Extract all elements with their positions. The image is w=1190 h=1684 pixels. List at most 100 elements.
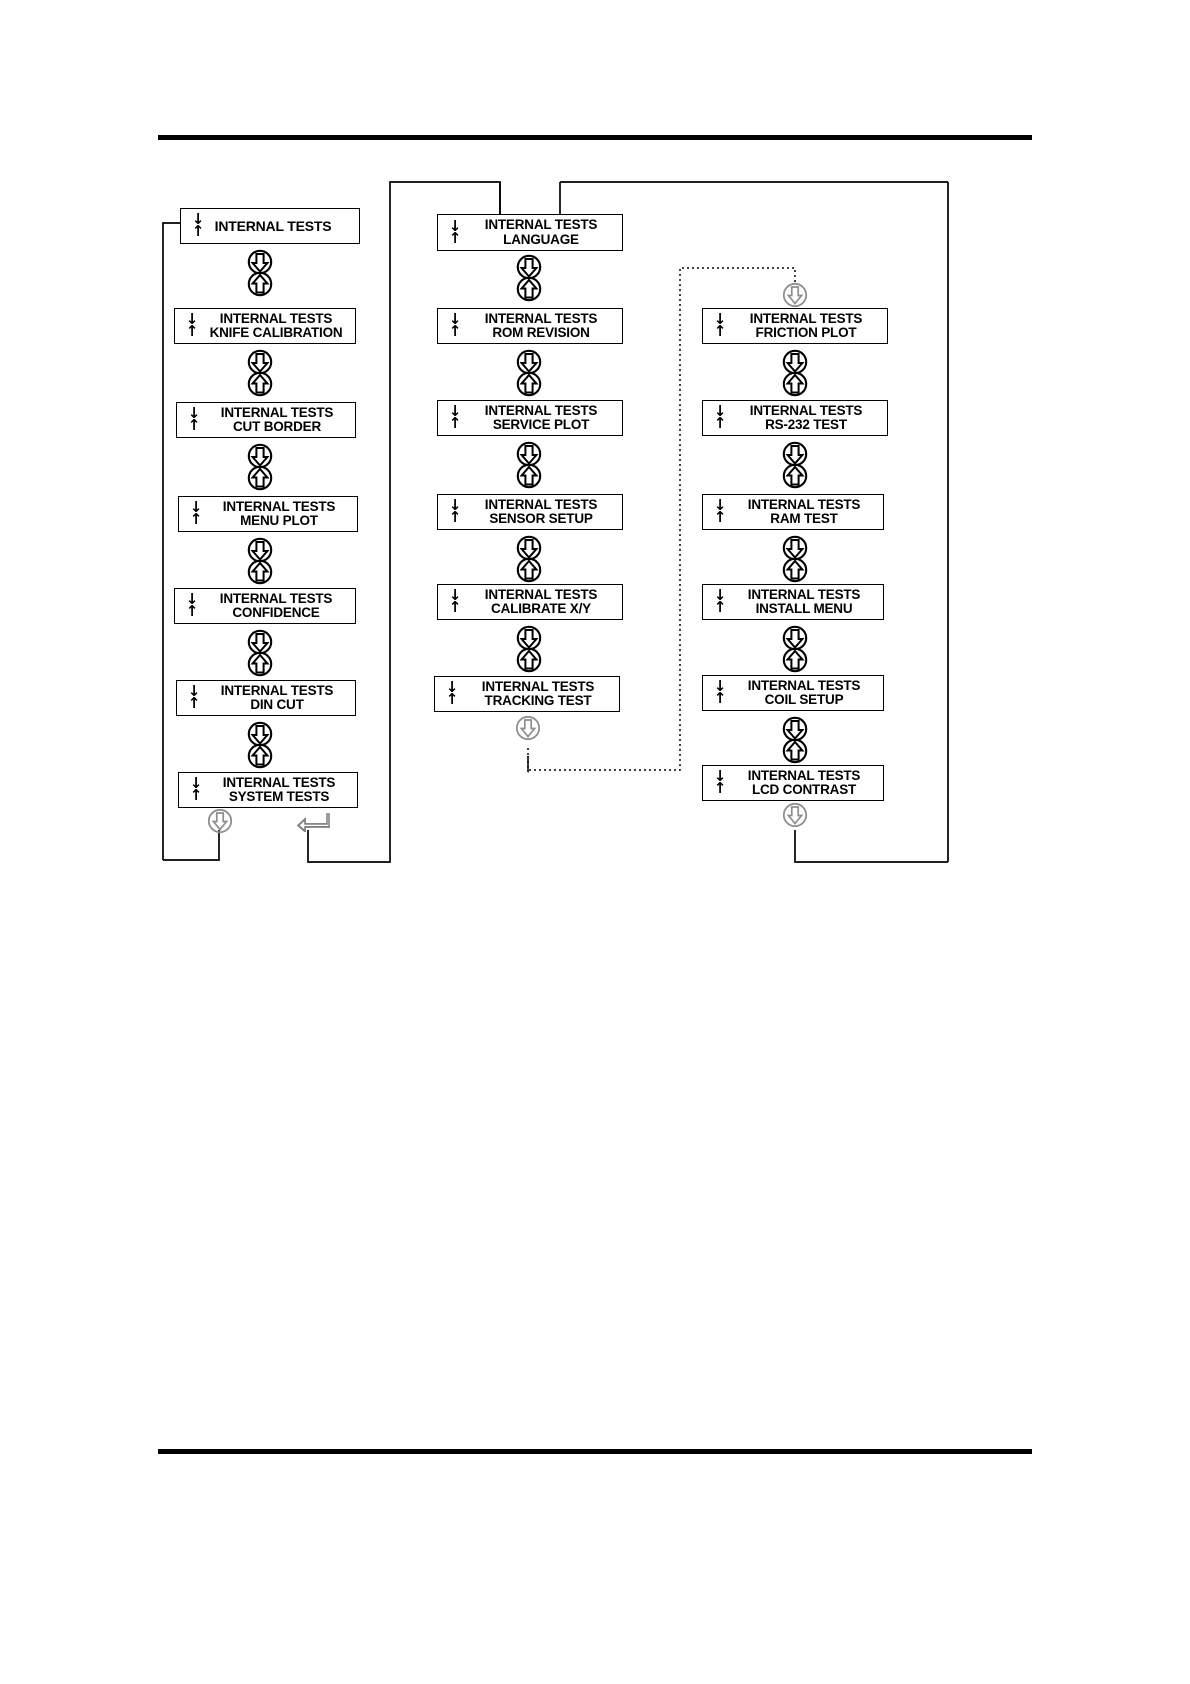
up-arrow-glyph: ↑ xyxy=(448,508,462,526)
menu-box[interactable]: ↓ ↑ INTERNAL TESTS SERVICE PLOT xyxy=(437,400,623,436)
menu-box[interactable]: ↓ ↑ INTERNAL TESTS ROM REVISION xyxy=(437,308,623,344)
scroll-down-icon[interactable] xyxy=(513,715,543,741)
down-arrow-glyph: ↓ xyxy=(187,404,201,423)
down-arrow-glyph: ↓ xyxy=(445,678,459,697)
down-arrow-glyph: ↓ xyxy=(713,677,727,696)
scroll-down-icon[interactable] xyxy=(205,808,235,834)
menu-line-2: TRACKING TEST xyxy=(484,693,592,708)
menu-line-1: INTERNAL TESTS xyxy=(222,774,336,790)
scroll-icon-pair[interactable] xyxy=(778,625,812,673)
menu-line-2: RAM TEST xyxy=(770,511,838,526)
menu-line-1: INTERNAL TESTS xyxy=(484,310,598,326)
scroll-icon-pair[interactable] xyxy=(512,535,546,583)
scroll-arrows: ↓ ↑ xyxy=(435,678,465,708)
menu-line-1: INTERNAL TESTS xyxy=(484,402,598,418)
scroll-icon-pair[interactable] xyxy=(778,349,812,397)
menu-line-1: INTERNAL TESTS xyxy=(484,217,598,232)
scroll-arrows: ↓ ↑ xyxy=(703,588,733,616)
scroll-icon-pair[interactable] xyxy=(243,249,277,297)
menu-line-1: INTERNAL TESTS xyxy=(220,682,334,698)
menu-box[interactable]: ↓ ↑ INTERNAL TESTS CUT BORDER xyxy=(176,402,356,438)
scroll-icon-pair[interactable] xyxy=(512,349,546,397)
up-arrow-glyph: ↑ xyxy=(713,598,727,616)
menu-box[interactable]: ↓ ↑ INTERNAL TESTS xyxy=(180,208,360,244)
down-arrow-glyph: ↓ xyxy=(191,210,205,229)
menu-box[interactable]: ↓ ↑ INTERNAL TESTS SYSTEM TESTS xyxy=(178,772,358,808)
menu-box[interactable]: ↓ ↑ INTERNAL TESTS COIL SETUP xyxy=(702,675,884,711)
scroll-icon-pair[interactable] xyxy=(243,721,277,769)
scroll-icon-pair[interactable] xyxy=(778,716,812,764)
up-arrow-glyph: ↑ xyxy=(713,689,727,707)
menu-box[interactable]: ↓ ↑ INTERNAL TESTS FRICTION PLOT xyxy=(702,308,888,344)
menu-box[interactable]: ↓ ↑ INTERNAL TESTS TRACKING TEST xyxy=(434,676,620,712)
up-arrow-glyph: ↑ xyxy=(189,510,203,528)
menu-box[interactable]: ↓ ↑ INTERNAL TESTS CONFIDENCE xyxy=(174,588,356,624)
menu-line-2: KNIFE CALIBRATION xyxy=(209,325,343,340)
menu-box[interactable]: ↓ ↑ INTERNAL TESTS SENSOR SETUP xyxy=(437,494,623,530)
menu-line-1: INTERNAL TESTS xyxy=(219,310,333,326)
menu-line-1: INTERNAL TESTS xyxy=(220,404,334,420)
menu-box[interactable]: ↓ ↑ INTERNAL TESTS CALIBRATE X/Y xyxy=(437,584,623,620)
scroll-icon-pair[interactable] xyxy=(512,625,546,673)
enter-return-icon[interactable] xyxy=(296,812,331,834)
menu-box[interactable]: ↓ ↑ INTERNAL TESTS LANGUAGE xyxy=(437,214,623,251)
scroll-icon-pair[interactable] xyxy=(778,441,812,489)
menu-line-1: INTERNAL TESTS xyxy=(484,496,598,512)
scroll-arrows: ↓ ↑ xyxy=(438,588,468,614)
menu-box[interactable]: ↓ ↑ INTERNAL TESTS RAM TEST xyxy=(702,494,884,530)
scroll-down-icon[interactable] xyxy=(780,802,810,828)
scroll-icon-pair[interactable] xyxy=(243,443,277,491)
down-arrow-glyph: ↓ xyxy=(448,402,462,421)
menu-box[interactable]: ↓ ↑ INTERNAL TESTS DIN CUT xyxy=(176,680,356,716)
menu-line-2: COIL SETUP xyxy=(764,692,844,707)
up-arrow-glyph: ↑ xyxy=(191,222,205,240)
up-arrow-glyph: ↑ xyxy=(713,414,727,432)
menu-line-1: INTERNAL TESTS xyxy=(484,586,598,602)
menu-box-text: INTERNAL TESTS MENU PLOT xyxy=(209,498,357,529)
menu-line-1: INTERNAL TESTS xyxy=(219,590,333,606)
scroll-arrows: ↓ ↑ xyxy=(177,404,207,434)
up-arrow-glyph: ↑ xyxy=(445,690,459,708)
menu-line-2: CALIBRATE X/Y xyxy=(491,601,591,616)
menu-box[interactable]: ↓ ↑ INTERNAL TESTS LCD CONTRAST xyxy=(702,765,884,801)
up-arrow-glyph: ↑ xyxy=(187,416,201,434)
footer-rule xyxy=(158,1449,1032,1454)
up-arrow-glyph: ↑ xyxy=(713,779,727,797)
scroll-icon-pair[interactable] xyxy=(243,349,277,397)
scroll-icon-pair[interactable] xyxy=(512,441,546,489)
menu-box-text: INTERNAL TESTS CONFIDENCE xyxy=(205,590,355,621)
up-arrow-glyph: ↑ xyxy=(187,694,201,712)
menu-box[interactable]: ↓ ↑ INTERNAL TESTS MENU PLOT xyxy=(178,496,358,532)
menu-line-2: LANGUAGE xyxy=(503,231,579,247)
menu-line-2: SERVICE PLOT xyxy=(492,417,590,432)
scroll-icon-pair[interactable] xyxy=(243,537,277,585)
scroll-arrows: ↓ ↑ xyxy=(179,500,209,528)
menu-box-text: INTERNAL TESTS LCD CONTRAST xyxy=(733,768,883,798)
menu-line-2: LCD CONTRAST xyxy=(751,782,857,797)
menu-line-2: CONFIDENCE xyxy=(232,605,320,620)
menu-box-text: INTERNAL TESTS ROM REVISION xyxy=(468,310,622,341)
scroll-icon-pair[interactable] xyxy=(512,254,546,302)
menu-line-2: DIN CUT xyxy=(250,697,304,712)
up-arrow-glyph: ↑ xyxy=(713,322,727,340)
scroll-icon-pair[interactable] xyxy=(243,629,277,677)
menu-box[interactable]: ↓ ↑ INTERNAL TESTS INSTALL MENU xyxy=(702,584,884,620)
menu-line-2: SYSTEM TESTS xyxy=(228,789,330,804)
menu-box[interactable]: ↓ ↑ INTERNAL TESTS KNIFE CALIBRATION xyxy=(174,308,356,344)
menu-box-text: INTERNAL TESTS COIL SETUP xyxy=(733,678,883,708)
down-arrow-glyph: ↓ xyxy=(448,310,462,329)
menu-line-2: INSTALL MENU xyxy=(755,601,853,616)
down-arrow-glyph: ↓ xyxy=(187,682,201,701)
down-arrow-glyph: ↓ xyxy=(189,774,203,793)
scroll-icon-pair[interactable] xyxy=(778,535,812,583)
down-arrow-glyph: ↓ xyxy=(713,496,727,515)
menu-line-1: INTERNAL TESTS xyxy=(747,586,861,602)
menu-box[interactable]: ↓ ↑ INTERNAL TESTS RS-232 TEST xyxy=(702,400,888,436)
scroll-down-icon[interactable] xyxy=(780,282,810,308)
menu-box-text: INTERNAL TESTS SERVICE PLOT xyxy=(468,402,622,433)
menu-line-2: CUT BORDER xyxy=(233,419,321,434)
menu-line-1: INTERNAL TESTS xyxy=(222,498,336,514)
up-arrow-glyph: ↑ xyxy=(448,414,462,432)
